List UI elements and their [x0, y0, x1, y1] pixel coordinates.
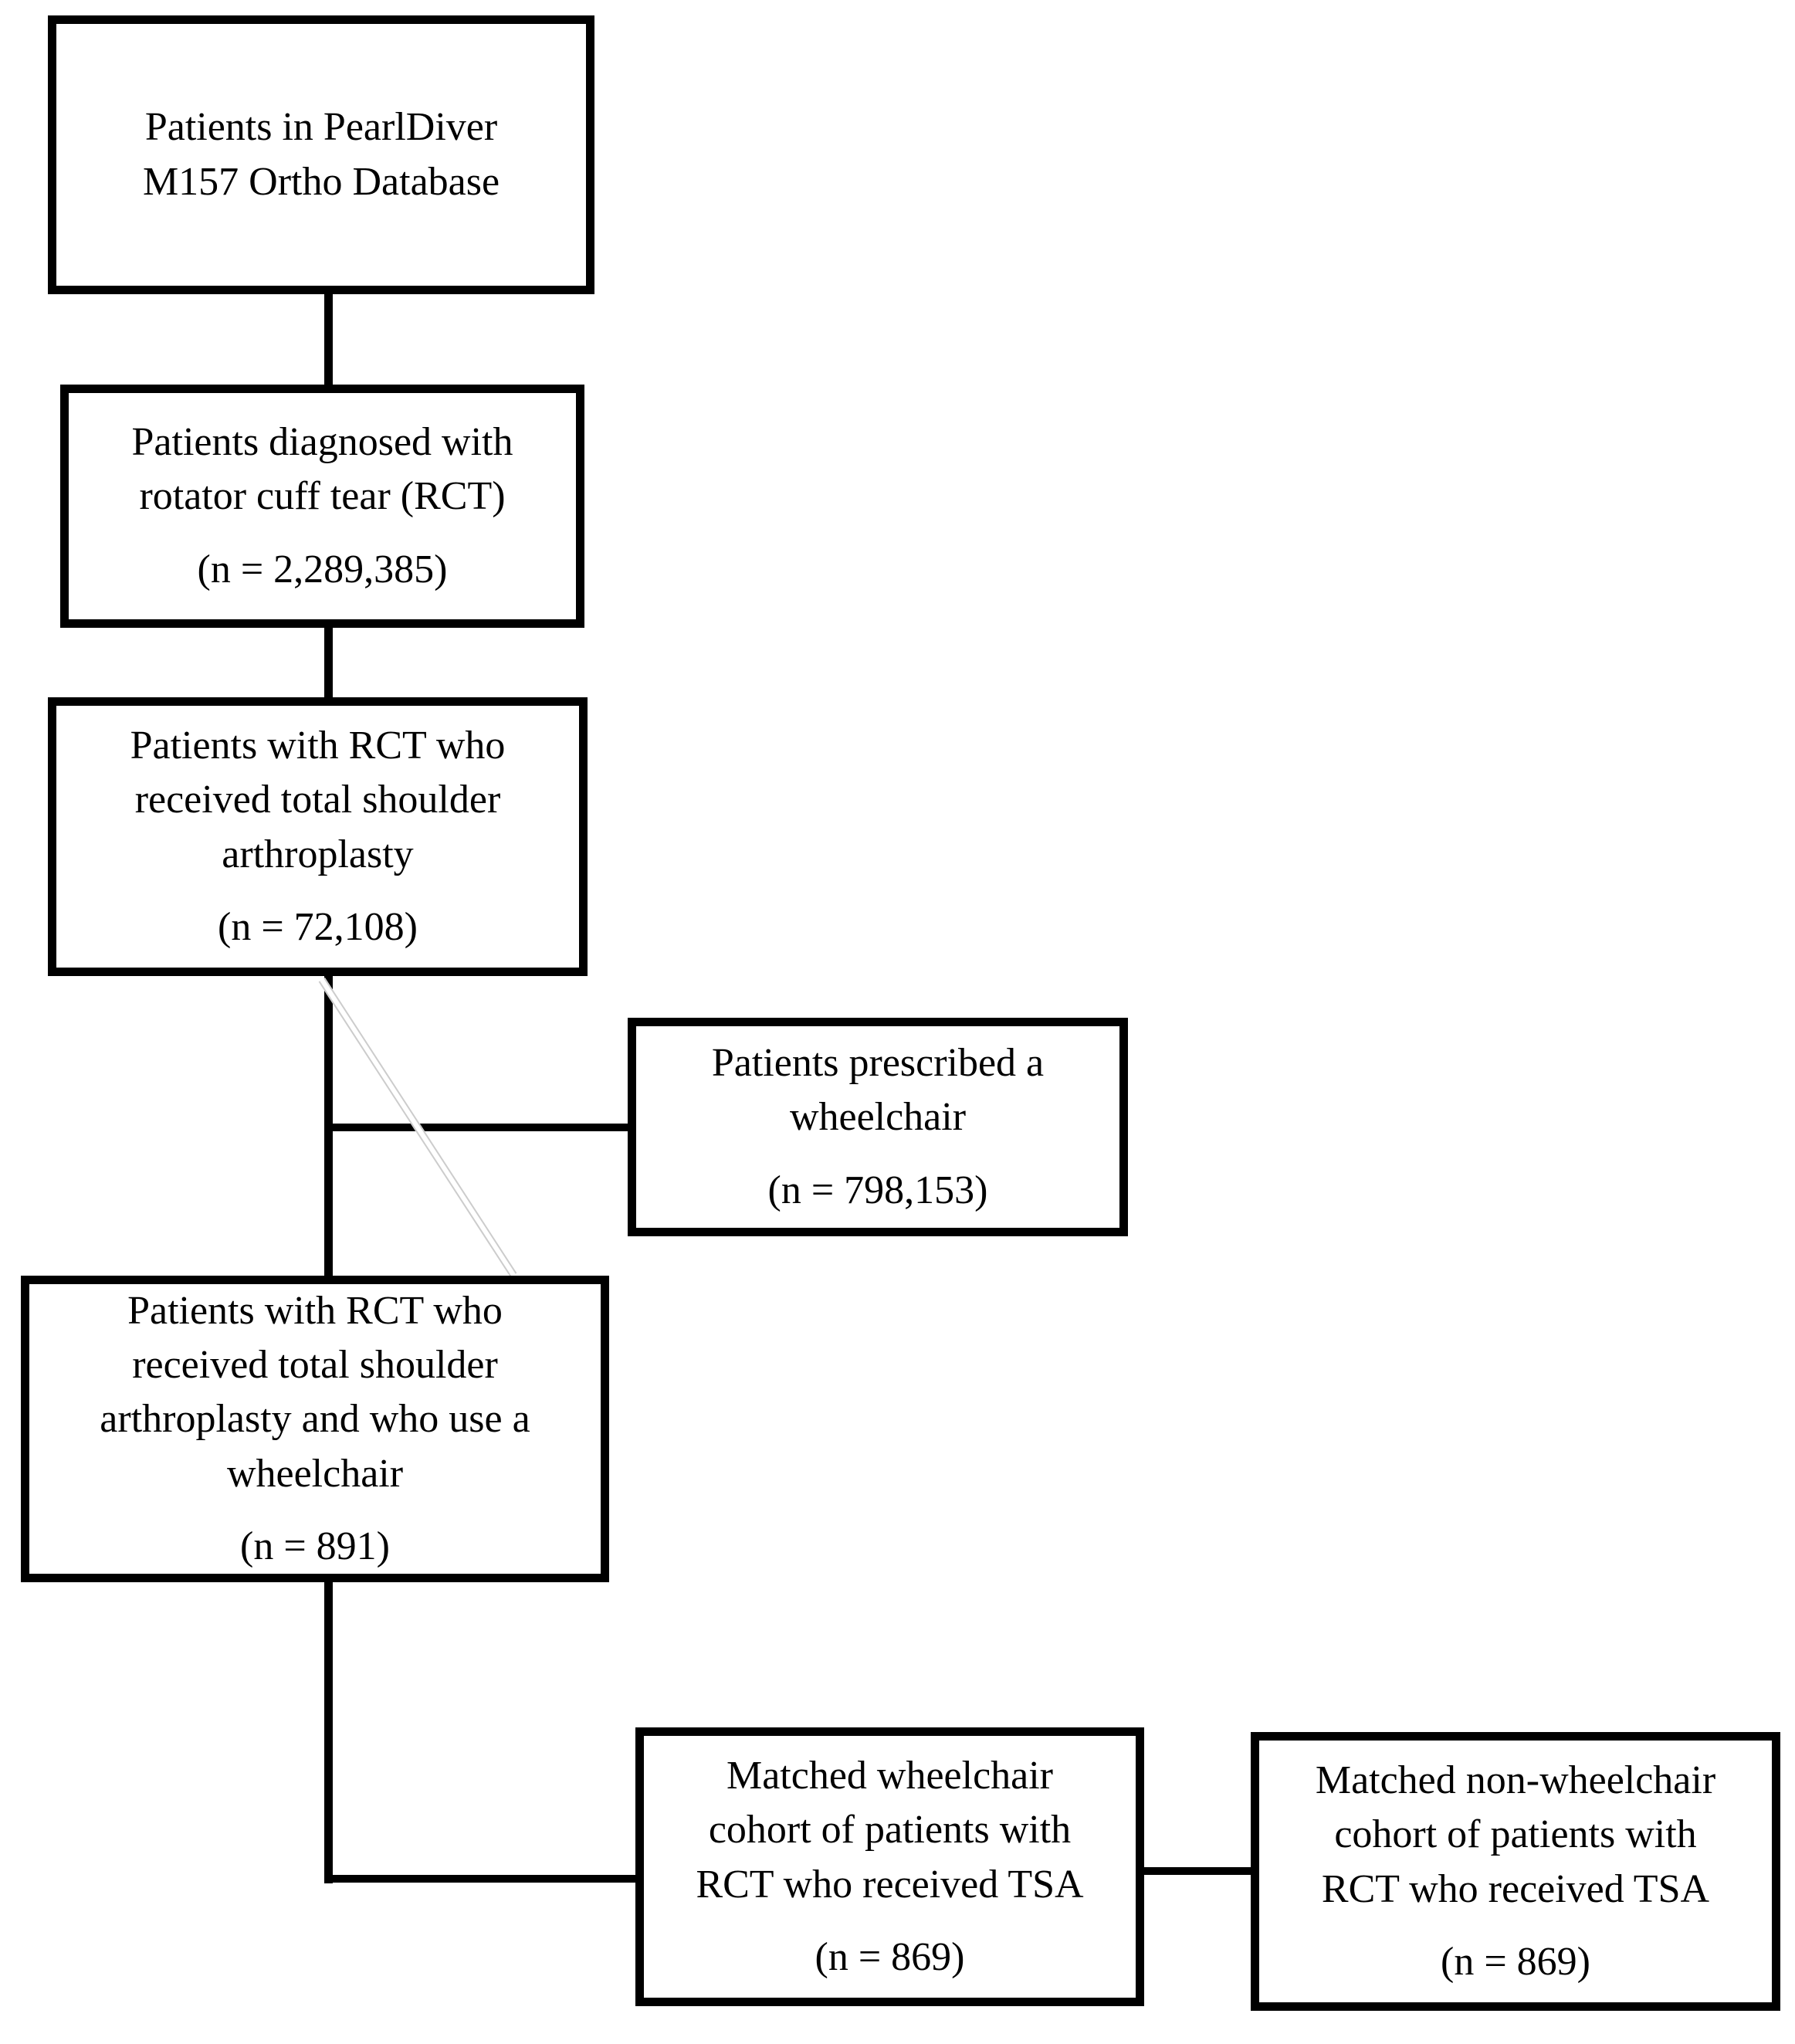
connector-rct-to-tsa: [324, 624, 333, 701]
box-matched-wheelchair-cohort-count: (n = 869): [815, 1934, 965, 1979]
box-matched-wheelchair-cohort-label: Matched wheelchair cohort of patients wi…: [696, 1754, 1084, 1907]
connector-source-to-rct: [324, 290, 333, 390]
box-rct-tsa-count: (n = 72,108): [218, 904, 418, 949]
box-rct-diagnosed: Patients diagnosed with rotator cuff tea…: [60, 385, 584, 628]
connector-tsa-wheelchair-down: [324, 1578, 333, 1883]
box-pearldiver-database-label: Patients in PearlDiver M157 Ortho Databa…: [142, 105, 500, 204]
box-matched-wheelchair-cohort: Matched wheelchair cohort of patients wi…: [635, 1727, 1144, 2006]
box-rct-diagnosed-label: Patients diagnosed with rotator cuff tea…: [131, 420, 513, 519]
box-rct-tsa-wheelchair-count: (n = 891): [240, 1524, 390, 1568]
connector-branch-to-wheelchair-box: [328, 1124, 633, 1131]
box-wheelchair-prescribed-label: Patients prescribed a wheelchair: [711, 1041, 1045, 1140]
connector-matched-wheelchair-to-non-wheelchair: [1141, 1867, 1255, 1875]
box-wheelchair-prescribed-count: (n = 798,153): [767, 1168, 988, 1212]
box-matched-non-wheelchair-cohort-label: Matched non-wheelchair cohort of patient…: [1315, 1758, 1716, 1911]
box-rct-tsa-wheelchair-label: Patients with RCT who received total sho…: [100, 1289, 530, 1496]
connector-branch-to-matched-wheelchair: [328, 1875, 641, 1883]
box-pearldiver-database: Patients in PearlDiver M157 Ortho Databa…: [48, 15, 594, 294]
box-rct-tsa-wheelchair: Patients with RCT who received total sho…: [21, 1276, 609, 1582]
box-rct-tsa: Patients with RCT who received total sho…: [48, 697, 588, 976]
box-matched-non-wheelchair-cohort: Matched non-wheelchair cohort of patient…: [1251, 1732, 1780, 2011]
box-matched-non-wheelchair-cohort-count: (n = 869): [1441, 1939, 1590, 1984]
box-rct-diagnosed-count: (n = 2,289,385): [197, 547, 448, 592]
box-wheelchair-prescribed: Patients prescribed a wheelchair (n = 79…: [628, 1018, 1128, 1236]
box-rct-tsa-label: Patients with RCT who received total sho…: [130, 724, 506, 876]
